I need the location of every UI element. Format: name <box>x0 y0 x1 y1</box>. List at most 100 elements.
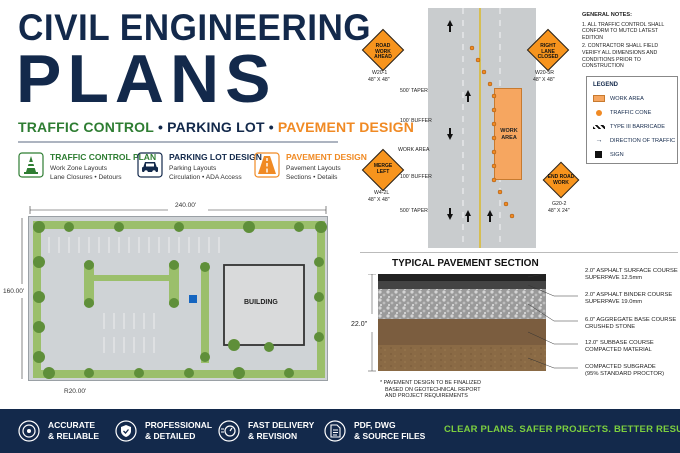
footer-item-text: PDF, DWG& SOURCE FILES <box>354 420 425 442</box>
layer-spec: COMPACTED MATERIAL <box>585 347 652 353</box>
note-1: 1. ALL TRAFFIC CONTROL SHALL CONFORM TO … <box>582 21 665 41</box>
dim-taper-top: 500' TAPER <box>400 88 428 94</box>
pavement-title: TYPICAL PAVEMENT SECTION <box>392 258 539 269</box>
traffic-cone-icon <box>18 152 44 178</box>
pavement-section <box>378 274 578 371</box>
dim-buffer-bottom: 100' BUFFER <box>400 174 432 180</box>
subtitle-traffic-control: TRAFFIC CONTROL <box>18 119 154 135</box>
notes-title: GENERAL NOTES: <box>582 12 632 18</box>
subtitle-pavement-design: PAVEMENT DESIGN <box>277 119 415 135</box>
legend-label: SIGN <box>610 152 624 158</box>
legend-label: DIRECTION OF TRAFFIC <box>610 138 676 144</box>
subtitle-separator: • <box>268 119 274 135</box>
cone-line <box>469 45 515 219</box>
legend: LEGEND WORK AREA TRAFFIC CONE TYPE III B… <box>586 76 678 164</box>
note-line: AND PROJECT REQUIREMENTS <box>385 393 468 400</box>
site-width-dim-line <box>29 206 327 214</box>
layer-spec: SUPERPAVE 12.5mm <box>585 275 643 281</box>
site-plan-drawing <box>33 221 327 379</box>
layer-name: 2.0" ASPHALT SURFACE COURSE <box>585 268 678 274</box>
traffic-cone-icon <box>596 109 602 116</box>
subtitle-parking-lot: PARKING LOT <box>167 119 265 135</box>
section-divider <box>360 252 678 253</box>
subtitle: TRAFFIC CONTROL•PARKING LOT•PAVEMENT DES… <box>18 119 414 135</box>
layer-spec: (95% STANDARD PROCTOR) <box>585 371 665 377</box>
work-area-label: WORK AREA <box>500 128 518 141</box>
sign-text: END ROAD WORK <box>547 174 575 186</box>
sign-text: MERGE LEFT <box>373 163 393 175</box>
legend-label: TRAFFIC CONE <box>610 110 652 116</box>
footer-bar: ACCURATE& RELIABLE PROFESSIONAL& DETAILE… <box>0 409 680 453</box>
note-line: * PAVEMENT DESIGN TO BE FINALIZED <box>380 380 482 386</box>
sign-text: RIGHT LANE CLOSED <box>537 43 559 61</box>
footer-item-text: ACCURATE& RELIABLE <box>48 420 99 442</box>
legend-title: LEGEND <box>593 82 619 88</box>
note-2: 2. CONTRACTOR SHALL FIELD VERIFY ALL DIM… <box>582 43 659 70</box>
sign-size: 48" X 24" <box>548 208 570 214</box>
feature-line: Pavement Layouts <box>286 165 341 172</box>
feature-title: TRAFFIC CONTROL PLAN <box>50 152 157 162</box>
site-height-dim-line <box>21 218 23 379</box>
dim-taper-bottom: 500' TAPER <box>400 208 428 214</box>
feature-title: PAVEMENT DESIGN <box>286 152 367 162</box>
sign-size: 48" X 48" <box>368 197 390 203</box>
road-icon <box>254 152 280 178</box>
layer-spec: CRUSHED STONE <box>585 324 636 330</box>
layer-name: COMPACTED SUBGRADE <box>585 364 656 370</box>
footer-line: & REVISION <box>248 431 298 441</box>
speed-icon <box>218 420 240 442</box>
note-line: BASED ON GEOTECHNICAL REPORT <box>385 386 481 393</box>
work-area-swatch <box>593 95 605 103</box>
sign-size: 48" X 48" <box>533 77 555 83</box>
dim-work-area: WORK AREA <box>398 147 430 153</box>
thickness-dim: 22.0" <box>351 321 368 328</box>
building-label: BUILDING <box>244 299 278 306</box>
sign-size: 48" X 48" <box>368 77 390 83</box>
barricade-icon <box>593 124 605 129</box>
divider <box>18 141 338 143</box>
site-width-dim: 240.00' <box>175 202 197 209</box>
legend-label: WORK AREA <box>610 96 644 102</box>
layer-name: 6.0" AGGREGATE BASE COURSE <box>585 317 677 323</box>
footer-line: PDF, DWG <box>354 420 396 430</box>
footer-line: & RELIABLE <box>48 431 99 441</box>
legend-item-traffic-cone: TRAFFIC CONE <box>593 109 651 117</box>
subtitle-separator: • <box>157 119 164 135</box>
radius-dim: R20.00' <box>64 388 87 395</box>
layer-label: COMPACTED SUBGRADE(95% STANDARD PROCTOR) <box>585 364 664 378</box>
thickness-dim-line <box>368 274 376 372</box>
footer-line: PROFESSIONAL <box>145 420 213 430</box>
legend-label: TYPE III BARRICADE <box>610 124 666 130</box>
sign-code: W20-5R <box>535 70 555 76</box>
layer-name: 12.0" SUBBASE COURSE <box>585 340 654 346</box>
direction-arrows <box>447 20 493 222</box>
work-area-zone <box>494 88 522 180</box>
layer-name: 2.0" ASPHALT BINDER COURSE <box>585 292 673 298</box>
site-height-dim: 160.00' <box>3 288 25 295</box>
sign-code: W20-1 <box>372 70 388 76</box>
footer-line: & DETAILED <box>145 431 196 441</box>
site-plan: BUILDING <box>28 216 328 381</box>
feature-line: Work Zone Layouts <box>50 165 108 172</box>
sign-icon <box>595 151 602 159</box>
footer-item-text: PROFESSIONAL& DETAILED <box>145 420 212 442</box>
sign-text: ROAD WORK AHEAD <box>374 43 392 61</box>
layer-spec: SUPERPAVE 19.0mm <box>585 299 643 305</box>
legend-item-sign: SIGN <box>593 151 624 159</box>
sign-code: W4-2L <box>374 190 390 196</box>
legend-item-barricade: TYPE III BARRICADE <box>593 123 665 131</box>
footer-item-text: FAST DELIVERY& REVISION <box>248 420 314 442</box>
car-icon <box>137 152 163 178</box>
feature-line: Parking Layouts <box>169 165 217 172</box>
footer-line: & SOURCE FILES <box>354 431 426 441</box>
arrow-icon: → <box>595 137 603 145</box>
feature-line: Sections • Details <box>286 174 338 181</box>
sign-code: G20-2 <box>552 201 567 207</box>
legend-item-work-area: WORK AREA <box>593 95 644 103</box>
dim-buffer-top: 100' BUFFER <box>400 118 432 124</box>
feature-title: PARKING LOT DESIGN <box>169 152 262 162</box>
